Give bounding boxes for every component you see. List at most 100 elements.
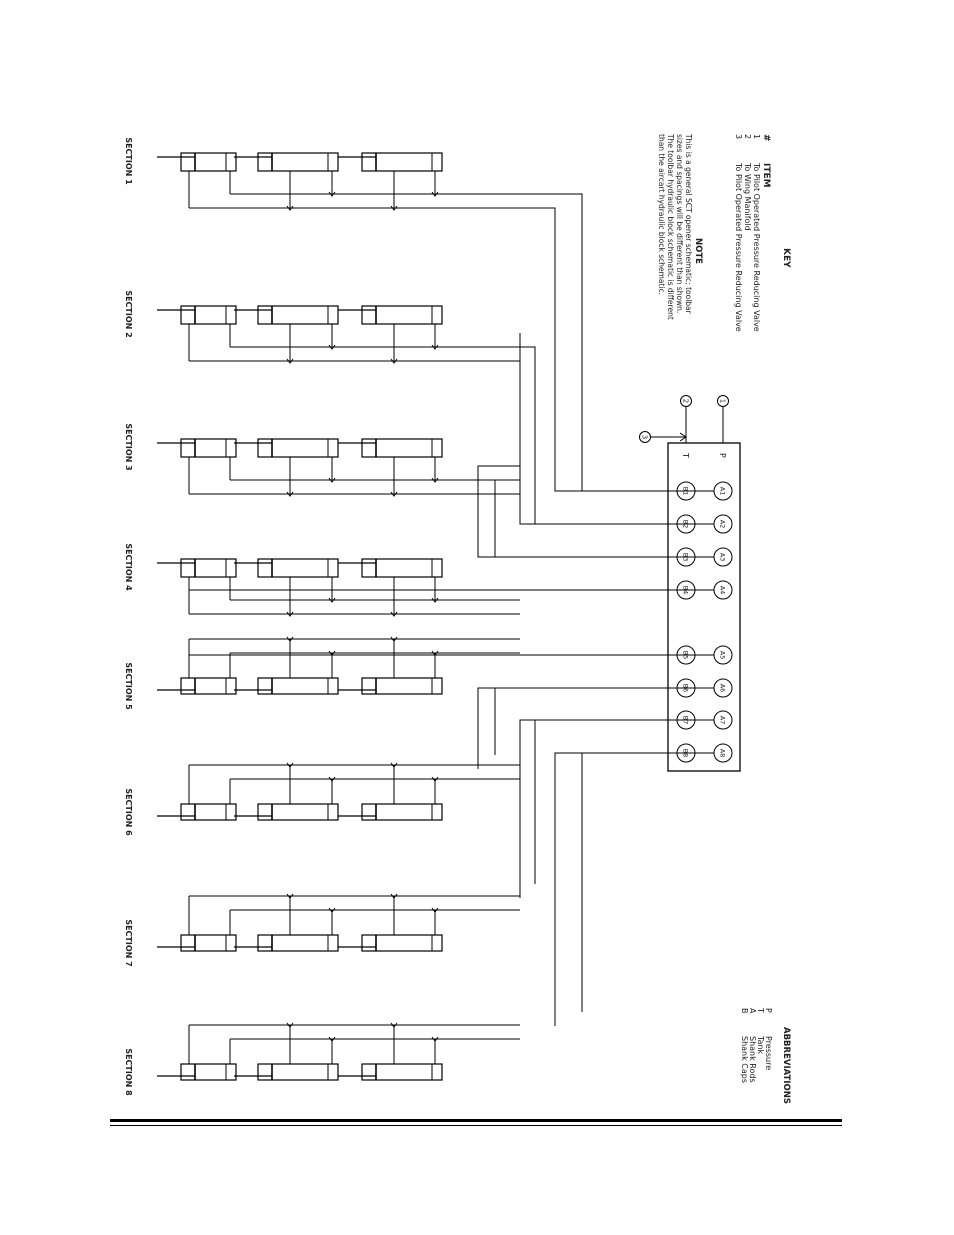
section-2: SECTION 2: [124, 290, 520, 364]
section-3: SECTION 3: [124, 423, 520, 497]
abbreviation-code: B: [740, 1008, 749, 1014]
section-5: SECTION 5: [124, 636, 520, 710]
section-1: SECTION 1: [124, 137, 520, 211]
hose-section-3: [494, 480, 677, 558]
cylinder-barrel: [257, 677, 339, 695]
abbreviation-text: Pressure: [764, 1036, 773, 1070]
abbreviation-text: Tank: [756, 1035, 765, 1055]
pressure-port-label: P: [718, 453, 727, 458]
callout-2-label: 2: [682, 399, 690, 403]
cylinder-barrel: [180, 152, 237, 172]
callout-1-marker: [717, 395, 729, 407]
cylinder-barrel: [361, 934, 443, 952]
cylinder-barrel: [257, 305, 339, 325]
section-7: SECTION 7: [124, 893, 520, 967]
cylinder-barrel: [361, 803, 443, 821]
note-block: NOTE This is a general SCT opener schema…: [657, 133, 703, 320]
port-a7-label: A7: [719, 716, 727, 725]
abbreviations-title: ABBREVIATIONS: [781, 1027, 791, 1104]
cylinder-barrel: [180, 558, 237, 578]
cylinder-barrel: [180, 305, 237, 325]
cylinder-barrel: [257, 152, 339, 172]
port-a4-label: A4: [719, 586, 727, 595]
note-title: NOTE: [693, 238, 703, 264]
section-label: SECTION 4: [124, 543, 133, 591]
key-item-number: 2: [743, 134, 752, 139]
hose-section-6: [494, 687, 714, 755]
footer-rule-thick: [110, 1119, 842, 1122]
cylinder-barrel: [257, 803, 339, 821]
cylinder-barrel: [257, 1063, 339, 1081]
cylinder-barrel: [257, 558, 339, 578]
port-a5-label: A5: [719, 651, 727, 660]
abbreviation-code: A: [748, 1008, 757, 1014]
key-number-header: #: [761, 134, 771, 142]
hose-section-6: [477, 687, 677, 769]
hose-section-1: [520, 207, 677, 492]
hose-section-8: [581, 752, 714, 1012]
key-title: KEY: [781, 248, 791, 268]
callout-1-label: 1: [719, 399, 727, 403]
cylinder-barrel: [361, 1063, 443, 1081]
abbreviation-code: T: [756, 1007, 765, 1013]
section-label: SECTION 3: [124, 423, 133, 470]
note-line: than the aircart hydraulic block schemat…: [657, 134, 666, 295]
port-a1-label: A1: [719, 487, 727, 496]
hose-section-2: [519, 333, 714, 525]
key-item-text: To Wing Manifold: [743, 162, 752, 231]
key-item-text: To Pilot Operated Pressure Reducing Valv…: [752, 162, 761, 332]
section-label: SECTION 5: [124, 662, 133, 710]
port-a3-label: A3: [719, 553, 727, 562]
key-item-number: 3: [734, 134, 743, 139]
key-item-header: ITEM: [761, 163, 771, 188]
cylinder-barrel: [361, 677, 443, 695]
note-line: sizes and spacings will be different tha…: [675, 134, 684, 313]
section-8: SECTION 8: [124, 1022, 520, 1096]
hose-section-2: [520, 346, 677, 525]
section-6: SECTION 6: [124, 762, 520, 836]
key-item-number: 1: [752, 134, 761, 139]
manifold-block: P T 1 2 3 A1B1A2B2A3B3A4B4A5B5A6B6A7B7A8…: [639, 395, 741, 772]
cylinder-barrel: [361, 305, 443, 325]
cylinder-barrel: [180, 677, 237, 695]
manifold-outline: [667, 442, 741, 772]
port-a8-label: A8: [719, 749, 727, 758]
note-line: The toolbar hydraulic block schematic is…: [666, 133, 675, 320]
cylinder-barrel: [257, 934, 339, 952]
tank-port-label: T: [681, 452, 690, 458]
hose-section-7: [534, 719, 714, 884]
section-4: SECTION 4: [124, 543, 520, 617]
hose-section-1: [520, 193, 714, 492]
note-line: This is a general SCT opener schematic; …: [684, 133, 693, 315]
cylinder-barrel: [180, 1063, 237, 1081]
cylinder-barrel: [180, 438, 237, 458]
hose-section-7: [519, 719, 677, 898]
section-label: SECTION 6: [124, 788, 133, 836]
hose-section-8: [554, 752, 677, 1026]
key-item-text: To Pilot Operated Pressure Reducing Valv…: [734, 162, 743, 332]
hose-section-4: [188, 589, 677, 604]
port-a2-label: A2: [719, 520, 727, 529]
cylinder-barrel: [361, 152, 443, 172]
section-label: SECTION 8: [124, 1048, 133, 1096]
section-label: SECTION 7: [124, 919, 133, 966]
abbreviation-text: Shank Rods: [748, 1036, 757, 1083]
abbreviations-block: ABBREVIATIONS P Pressure T Tank A Shank …: [740, 1007, 791, 1104]
cylinder-barrel: [180, 803, 237, 821]
cylinder-barrel: [361, 438, 443, 458]
footer-rule-thin: [110, 1125, 842, 1126]
port-a6-label: A6: [719, 684, 727, 693]
openers: SECTION 1 SECTION 2 SECTION 3 SECTION 4 SECT…: [124, 137, 520, 1096]
cylinder-barrel: [257, 438, 339, 458]
cylinder-barrel: [180, 934, 237, 952]
abbreviation-code: P: [764, 1008, 773, 1013]
cylinder-barrel: [361, 558, 443, 578]
callout-3-label: 3: [641, 435, 649, 439]
section-label: SECTION 1: [124, 137, 133, 185]
key-legend: KEY # ITEM 1 To Pilot Operated Pressure …: [734, 134, 791, 332]
hose-section-3: [477, 465, 714, 558]
callout-2-marker: [680, 395, 692, 407]
section-label: SECTION 2: [124, 290, 133, 337]
abbreviation-text: Shank Caps: [740, 1036, 749, 1083]
